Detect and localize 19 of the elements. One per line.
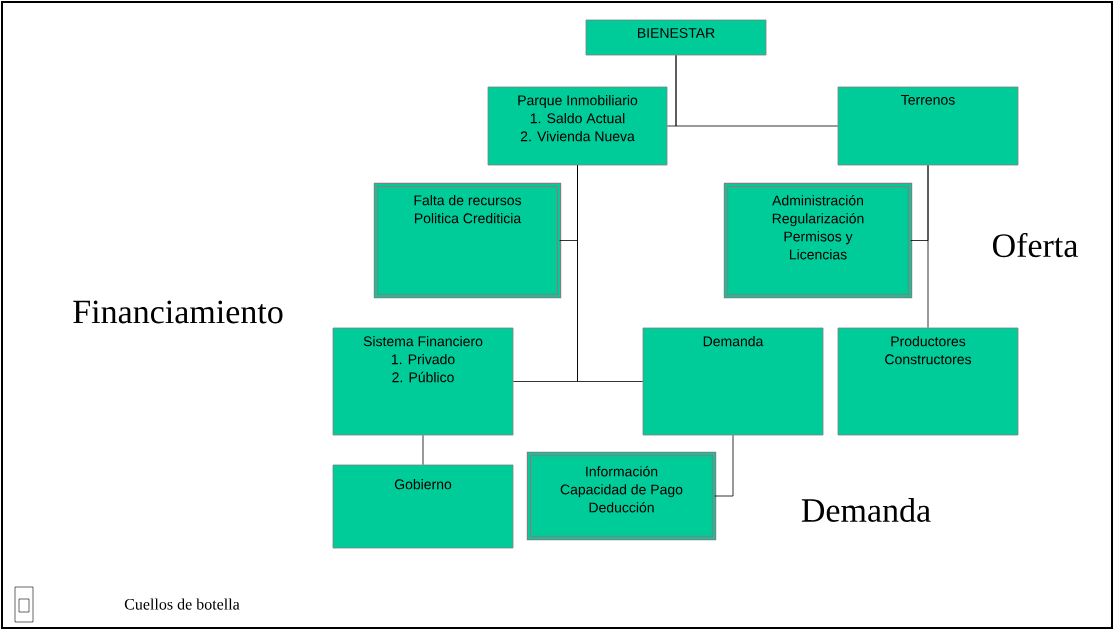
box: Productores Constructores (837, 327, 1019, 436)
region-label: Oferta (993, 232, 1078, 258)
box: Gobierno (332, 464, 514, 549)
box: Parque Inmobiliario 1. Saldo Actual 2. Vivienda Nueva (487, 86, 668, 166)
box: Terrenos (837, 86, 1019, 166)
connector-line (577, 165, 643, 382)
box: BIENESTAR (585, 19, 767, 56)
connector-line (675, 55, 838, 127)
connector-line (714, 435, 734, 497)
connector-line (927, 165, 929, 328)
bottleneck-box: Falta de recursos Politica Crediticia (373, 182, 562, 299)
box: Sistema Financiero 1. Privado 2. Público (332, 327, 514, 436)
region-label: Demanda (801, 498, 931, 522)
bottleneck-box: Información Capacidad de Pago Deducción (526, 451, 717, 541)
region-label: Financiamiento (73, 300, 283, 324)
legend-text: Cuellos de botella (124, 598, 240, 610)
bottleneck-box: Administración Regularización Permisos y Licencias (723, 182, 913, 299)
box: Demanda (642, 327, 824, 436)
connector-line (422, 435, 424, 465)
